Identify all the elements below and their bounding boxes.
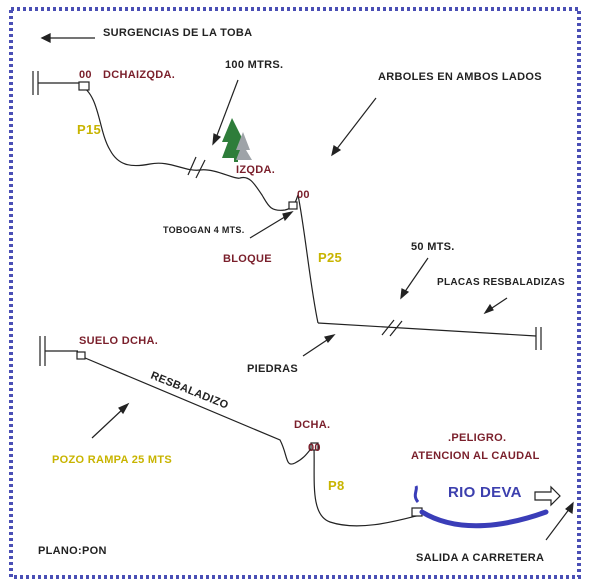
- river-source-icon: [413, 485, 420, 503]
- dotted-frame: [9, 7, 581, 579]
- pointer-arrows-lower: [91, 402, 574, 541]
- p15-label: P15: [77, 122, 101, 137]
- dchaizqda-label: DCHAIZQDA.: [103, 69, 175, 81]
- resbaladizo-label: RESBALADIZO: [149, 370, 230, 412]
- atencion-label: ATENCION AL CAUDAL: [411, 450, 540, 462]
- upper-passage: [32, 71, 542, 350]
- anchor-icon: [78, 81, 298, 210]
- cincuenta-mts-label: 50 MTS.: [411, 241, 455, 253]
- suelo-dcha-label: SUELO DCHA.: [79, 335, 158, 347]
- izqda-label: IZQDA.: [236, 164, 275, 176]
- pozo-rampa-label: POZO RAMPA 25 MTS: [52, 454, 172, 466]
- rio-deva-label: RIO DEVA: [448, 484, 522, 501]
- spit-icon: [76, 351, 423, 517]
- salida-label: SALIDA A CARRETERA: [416, 552, 544, 564]
- arrow-right-icon: [534, 485, 561, 507]
- placas-label: PLACAS RESBALADIZAS: [437, 277, 565, 288]
- piedras-label: PIEDRAS: [247, 363, 298, 375]
- surgencias-label: SURGENCIAS DE LA TOBA: [103, 27, 252, 39]
- anchor-oo-1: 00: [79, 69, 92, 81]
- cien-mtrs-label: 100 MTRS.: [225, 59, 283, 71]
- lower-passage: [39, 336, 421, 527]
- p8-label: P8: [328, 478, 345, 493]
- plano-label: PLANO:PON: [38, 545, 107, 557]
- peligro-label: .PELIGRO.: [448, 432, 506, 444]
- bloque-label: BLOQUE: [223, 253, 272, 265]
- arrow-left-icon: [40, 32, 95, 44]
- arboles-label: ARBOLES EN AMBOS LADOS: [378, 71, 542, 83]
- river-deva: [419, 509, 549, 529]
- dcha-label: DCHA.: [294, 419, 330, 431]
- tobogan-label: TOBOGAN 4 MTS.: [163, 225, 245, 235]
- p25-label: P25: [318, 250, 342, 265]
- anchor-oo-3: 00: [308, 442, 321, 454]
- anchor-oo-2: 00: [297, 189, 310, 201]
- tree-icon: [222, 118, 252, 162]
- pointer-arrows: [212, 79, 508, 357]
